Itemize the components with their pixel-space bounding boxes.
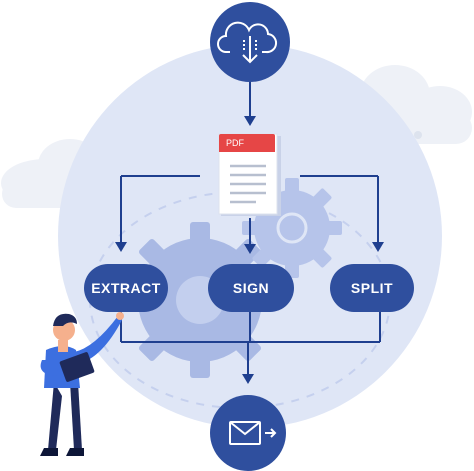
sign-action[interactable]: SIGN bbox=[208, 264, 294, 312]
cloud-download-node bbox=[210, 2, 290, 82]
email-node bbox=[210, 395, 286, 471]
arrow-heads bbox=[115, 116, 384, 384]
split-action[interactable]: SPLIT bbox=[330, 264, 414, 312]
extract-action[interactable]: EXTRACT bbox=[84, 264, 168, 312]
person-with-clipboard bbox=[40, 312, 124, 456]
pdf-tag-label: PDF bbox=[219, 134, 275, 152]
email-send-icon bbox=[229, 421, 277, 445]
flow-connectors bbox=[120, 80, 381, 376]
cloud-download-icon bbox=[217, 21, 277, 64]
